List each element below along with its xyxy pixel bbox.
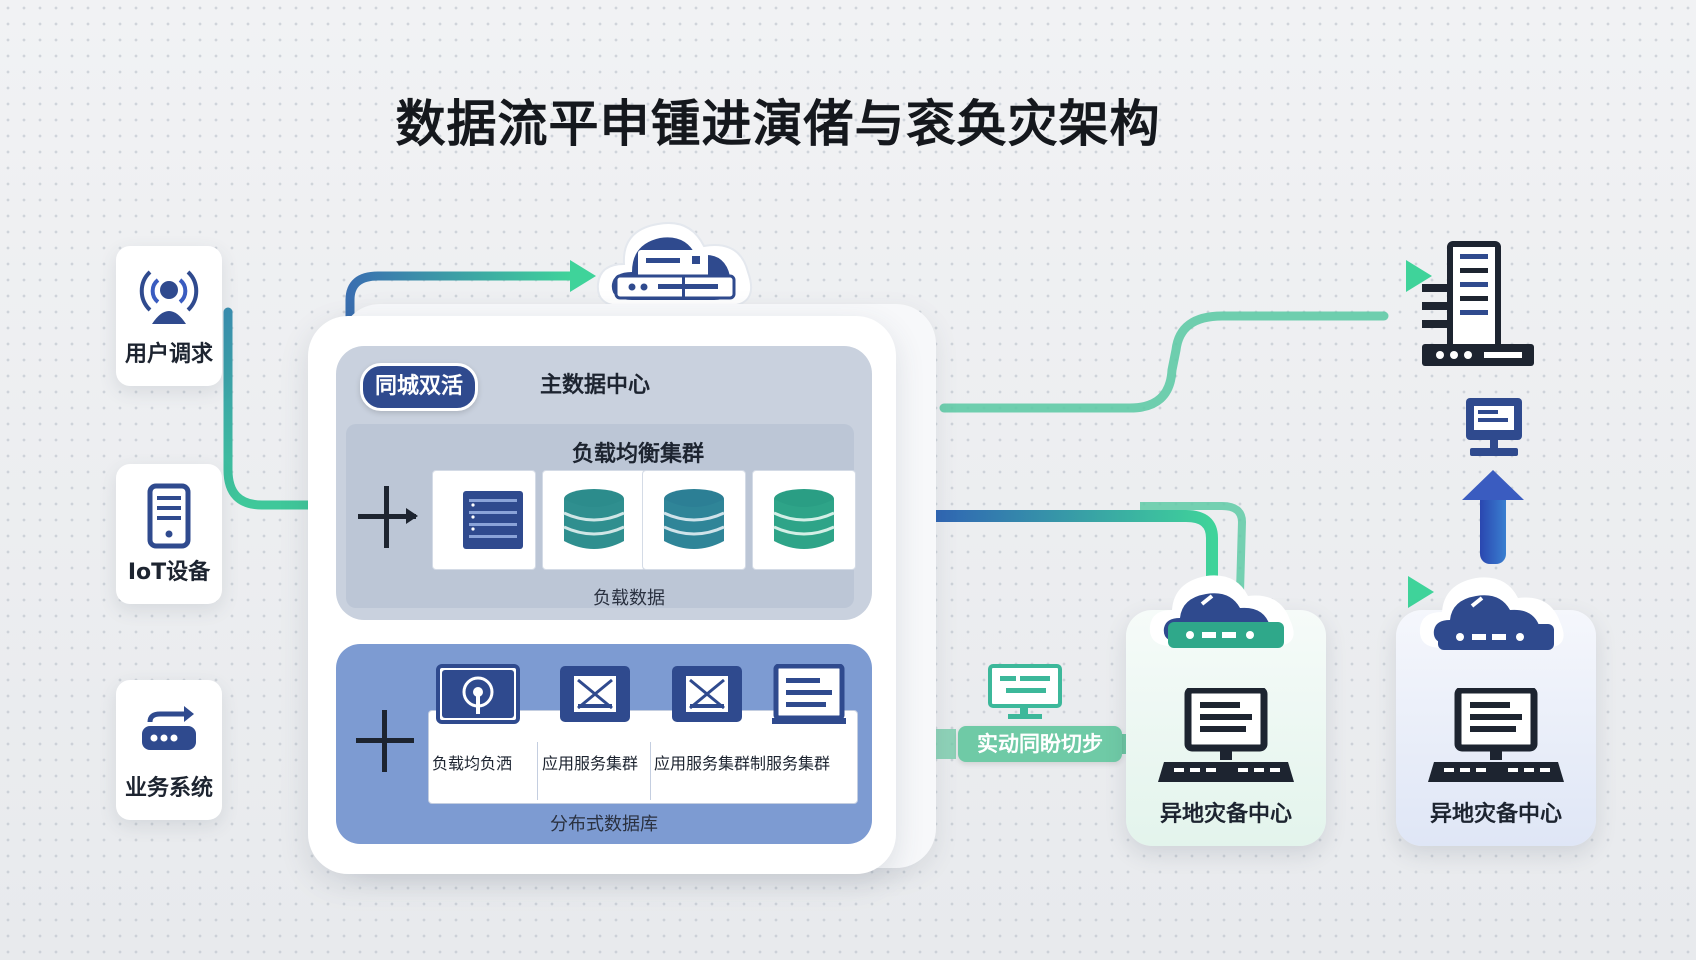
junction-plus-icon <box>356 710 414 772</box>
cloud-server-icon <box>596 222 753 307</box>
monitor-icon <box>1466 398 1522 456</box>
dr-up-arrowhead <box>1462 470 1524 500</box>
lb-node-database[interactable] <box>542 470 646 570</box>
source-label: 用户调求 <box>124 342 213 367</box>
main-to-server-secondary-connector <box>939 311 1389 413</box>
lb-node-server[interactable] <box>432 470 536 570</box>
app-divider <box>537 742 538 800</box>
page-title: 数据流平申锺进演偖与衮奂灾架构 <box>395 95 1161 153</box>
dr-to-dr-arrowhead <box>1408 576 1434 608</box>
database-icon <box>663 489 725 549</box>
antenna-icon[interactable] <box>436 664 526 728</box>
database-icon <box>563 489 625 549</box>
document-icon[interactable] <box>670 664 744 728</box>
source-card-business-system[interactable]: 业务系统 <box>116 680 222 820</box>
database-icon <box>773 489 835 549</box>
monitor-switch-icon <box>988 664 1062 719</box>
app-label-app-cluster-combined: 应用服务集群制服务集群 <box>654 754 831 773</box>
distributed-db-footer: 分布式数据库 <box>550 814 658 835</box>
lb-node-database[interactable] <box>752 470 856 570</box>
lb-node-database[interactable] <box>642 470 746 570</box>
workstation-icon <box>1428 688 1564 782</box>
app-label-app-cluster: 应用服务集群 <box>542 754 639 773</box>
dr-center-primary[interactable]: 异地灾备中心 <box>1126 610 1326 846</box>
main-to-cloud-arrowhead <box>570 260 596 292</box>
dr-green-connector <box>1140 502 1247 593</box>
router-icon <box>142 706 196 750</box>
console-icon[interactable] <box>772 664 848 728</box>
cloud-switch-icon <box>1149 575 1294 648</box>
source-card-iot-device[interactable]: IoT设备 <box>116 464 222 604</box>
source-label: 业务系统 <box>124 776 213 801</box>
source-bus-connector <box>223 307 321 510</box>
dr-up-connector <box>1480 490 1506 564</box>
mobile-device-icon <box>147 483 191 549</box>
cloud-to-server-arrowhead <box>1406 260 1432 292</box>
lb-cluster-title: 负载均衡集群 <box>571 442 704 467</box>
dr-center-secondary[interactable]: 异地灾备中心 <box>1396 610 1596 846</box>
main-center-title: 主数据中心 <box>540 373 651 398</box>
dr-return-connector-upper <box>886 510 1218 586</box>
server-rack-icon <box>463 491 523 549</box>
app-service-strip <box>428 710 858 804</box>
user-signal-icon <box>139 270 199 324</box>
workstation-icon <box>1158 688 1294 782</box>
lb-cluster-footer: 负载数据 <box>593 588 665 609</box>
app-divider <box>650 742 651 800</box>
dr-center-label: 异地灾备中心 <box>1429 802 1562 827</box>
server-tower-icon <box>1422 241 1534 366</box>
active-active-badge: 同城双活 <box>360 363 478 411</box>
app-label-load-balancer: 负载均负洒 <box>432 754 513 773</box>
source-label: IoT设备 <box>127 560 211 585</box>
junction-plus-icon <box>358 486 418 548</box>
document-icon[interactable] <box>558 664 632 728</box>
cloud-switch-icon <box>1419 577 1564 650</box>
source-card-user-request[interactable]: 用户调求 <box>116 246 222 386</box>
main-to-cloud-connector <box>345 271 575 323</box>
dr-center-label: 异地灾备中心 <box>1159 802 1292 827</box>
switch-label[interactable]: 实动同盼切步 <box>958 726 1122 762</box>
